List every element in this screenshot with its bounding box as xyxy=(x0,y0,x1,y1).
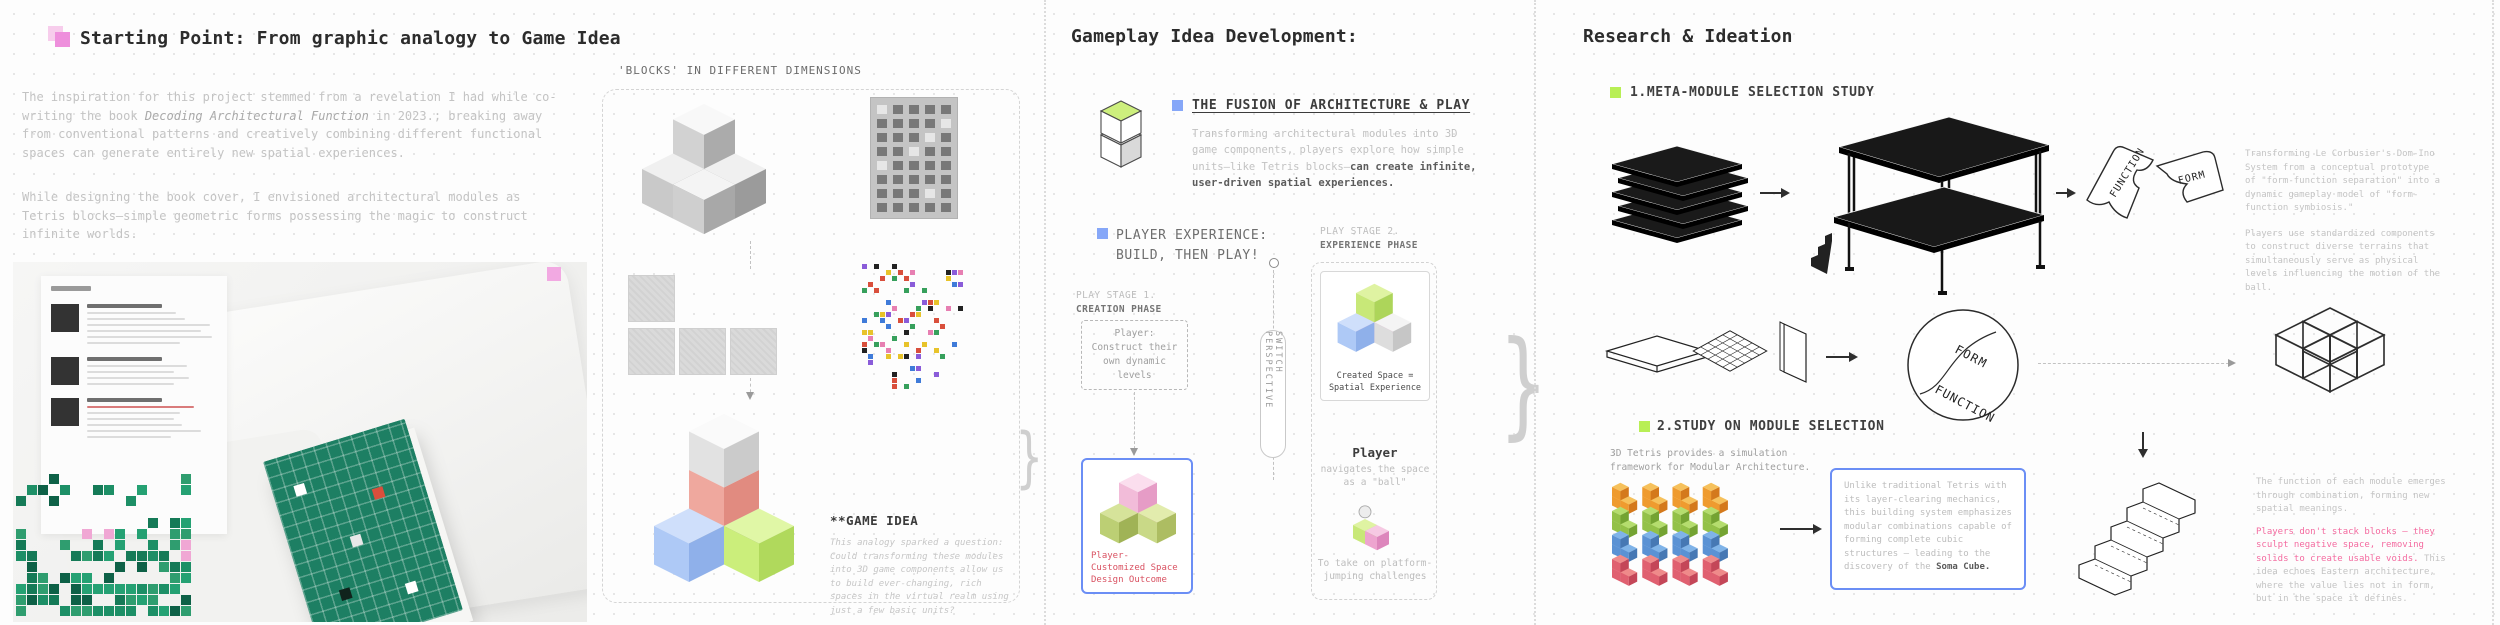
stage1-flow-connector xyxy=(1130,392,1138,456)
stage1-outcome-box: Player-Customized Space Design Outcome xyxy=(1081,458,1193,594)
lime-square-icon xyxy=(1610,87,1621,98)
flow-arrow xyxy=(1760,188,1790,198)
gray-cubes-image xyxy=(642,103,766,235)
flow-node-circle xyxy=(1269,258,1279,268)
created-space-box: Created Space = Spatial Experience xyxy=(1320,271,1430,401)
stage1-instruction-box: Player: Construct their own dynamic leve… xyxy=(1081,320,1188,390)
study1-text-block: Transforming Le Corbusier's Dom-Ino Syst… xyxy=(2245,148,2445,295)
panel-divider xyxy=(1044,0,1046,625)
flow-arrow xyxy=(1826,352,1858,362)
puzzle-form-piece xyxy=(2155,150,2224,203)
staircase-diagram xyxy=(2078,482,2196,596)
intro-paragraph-1: The inspiration for this project stemmed… xyxy=(22,90,557,160)
gameplay-title: Gameplay Idea Development: xyxy=(1071,26,1358,47)
flat-square xyxy=(730,328,777,375)
panel-divider xyxy=(1534,0,1536,625)
study2-result: The function of each module emerges thro… xyxy=(2256,477,2446,514)
pixel-pattern-image xyxy=(862,264,966,391)
tetris-pieces-diagram xyxy=(1606,474,1771,589)
study2-insight-box: Unlike traditional Tetris with its layer… xyxy=(1830,468,2026,590)
curly-brace: } xyxy=(1016,419,1043,496)
stage2-name: EXPERIENCE PHASE xyxy=(1320,240,1418,251)
panel-divider xyxy=(2492,0,2494,625)
research-title: Research & Ideation xyxy=(1583,26,1793,47)
study2-heading: 2.STUDY ON MODULE SELECTION xyxy=(1657,419,1885,434)
pink-square-front-icon xyxy=(55,32,70,47)
starting-point-title: Starting Point: From graphic analogy to … xyxy=(80,28,621,49)
facade-image xyxy=(870,97,958,219)
fusion-cubes-icon xyxy=(1099,100,1143,168)
pink-pixel-icon xyxy=(547,267,561,281)
flat-square xyxy=(679,328,726,375)
created-space-label: Created Space = Spatial Experience xyxy=(1328,371,1422,393)
form-function-circle-diagram: FORM FUNCTION xyxy=(1907,309,2019,426)
switch-perspective-capsule: SWITCH PERSPECTIVE xyxy=(1260,330,1286,458)
blue-square-icon xyxy=(1097,228,1108,239)
flow-dashed-arrow xyxy=(2038,359,2236,367)
dimension-connector-line xyxy=(750,241,751,269)
ball-blocks-icon xyxy=(1353,505,1389,551)
player-navigates-text: navigates the space as a "ball" xyxy=(1320,464,1430,489)
stage1-blocks-image xyxy=(1100,473,1176,544)
fusion-body: Transforming architectural modules into … xyxy=(1192,128,1477,189)
game-idea-title: **GAME IDEA xyxy=(830,513,919,528)
study2-pink-text: Players don't stack blocks — they sculpt… xyxy=(2256,526,2435,564)
study1-text-1: Transforming Le Corbusier's Dom-Ino Syst… xyxy=(2245,149,2441,213)
puzzle-function-piece xyxy=(2086,145,2154,219)
study1-text-2: Players use standardized components to c… xyxy=(2245,228,2441,293)
flat-square xyxy=(628,328,675,375)
study1-heading: 1.META-MODULE SELECTION STUDY xyxy=(1630,85,1875,100)
domino-structure-diagram xyxy=(1811,116,2051,295)
colored-cubes-image xyxy=(654,414,794,582)
module-elements-diagram xyxy=(1604,321,1807,383)
stage1-outcome-label: Player-Customized Space Design Outcome xyxy=(1091,550,1178,585)
blocks-dimension-box: **GAME IDEA This analogy sparked a quest… xyxy=(602,89,1020,616)
author-bios xyxy=(41,276,227,534)
starting-point-logo-icon xyxy=(48,26,72,48)
tetris-mosaic-image xyxy=(16,474,198,620)
lime-square-icon xyxy=(1639,421,1650,432)
fusion-heading: THE FUSION OF ARCHITECTURE & PLAY xyxy=(1192,98,1471,113)
study2-text-block: The function of each module emerges thro… xyxy=(2256,476,2451,607)
stage1-name: CREATION PHASE xyxy=(1076,304,1162,315)
blocks-header: 'BLOCKS' IN DIFFERENT DIMENSIONS xyxy=(618,64,862,77)
wireframe-cubes-diagram xyxy=(2275,307,2385,393)
blue-square-icon xyxy=(1172,100,1183,111)
stage2-kicker: PLAY STAGE 2. xyxy=(1320,226,1400,237)
created-space-image xyxy=(1337,283,1412,352)
study2-intro: 3D Tetris provides a simulation framewor… xyxy=(1610,448,1811,474)
stage2-frame: Created Space = Spatial Experience Playe… xyxy=(1311,262,1437,600)
challenge-text: To take on platform-jumping challenges xyxy=(1317,558,1433,583)
stage1-kicker: PLAY STAGE 1. xyxy=(1076,290,1156,301)
game-idea-text: This analogy sparked a question: Could t… xyxy=(830,538,1009,616)
study2-gray-text: This idea echoes Eastern architecture, w… xyxy=(2256,553,2446,605)
book-photo xyxy=(13,262,587,622)
puzzle-pieces-diagram: FUNCTION FORM xyxy=(2086,145,2224,219)
plates-stack-diagram xyxy=(1610,145,1750,243)
player-label: Player xyxy=(1352,445,1398,460)
flow-arrow xyxy=(1780,524,1822,534)
experience-heading: PLAYER EXPERIENCE: BUILD, THEN PLAY! xyxy=(1116,228,1268,264)
flow-arrow xyxy=(2056,188,2076,198)
dimension-connector-arrow xyxy=(746,378,754,400)
switch-perspective-label: SWITCH PERSPECTIVE xyxy=(1263,331,1283,410)
flow-arrow-down xyxy=(2138,432,2148,458)
curly-brace: } xyxy=(1500,317,1547,453)
intro-paragraph-2: While designing the book cover, I envisi… xyxy=(22,190,528,242)
flat-squares-image xyxy=(628,275,675,322)
